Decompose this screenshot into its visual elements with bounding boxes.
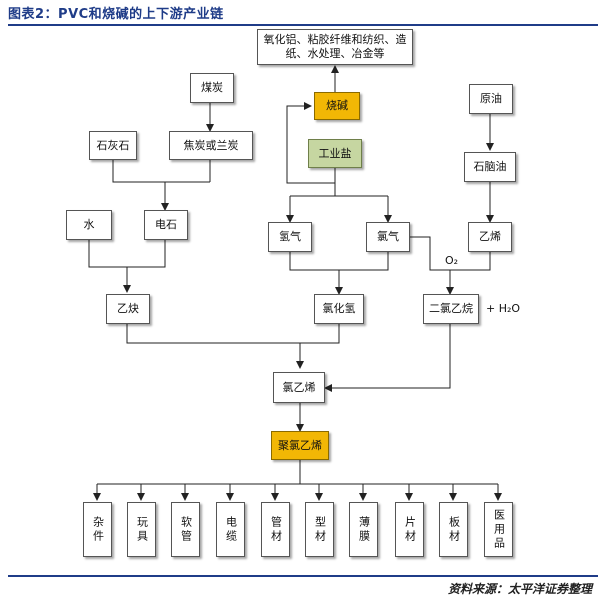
source-note: 资料来源：太平洋证券整理 bbox=[447, 582, 592, 596]
product-item: 型材 bbox=[305, 502, 334, 557]
product-item: 板材 bbox=[439, 502, 468, 557]
node-pvc: 聚氯乙烯 bbox=[271, 431, 329, 460]
node-acetylene: 乙炔 bbox=[106, 294, 150, 324]
node-ethylene-dichloride: 二氯乙烷 bbox=[423, 294, 479, 324]
product-item: 玩具 bbox=[127, 502, 156, 557]
node-hydrogen-chloride: 氯化氢 bbox=[314, 294, 364, 324]
node-calcium-carbide: 电石 bbox=[144, 210, 188, 240]
node-crude-oil: 原油 bbox=[469, 84, 513, 114]
node-ethylene: 乙烯 bbox=[468, 222, 512, 252]
node-chlorine: 氯气 bbox=[366, 222, 410, 252]
oxygen-label: O₂ bbox=[445, 254, 459, 267]
footer-divider bbox=[8, 575, 598, 577]
water-byproduct-label: + H₂O bbox=[486, 302, 521, 315]
node-coal: 煤炭 bbox=[190, 73, 234, 103]
title-divider bbox=[8, 24, 598, 26]
node-limestone: 石灰石 bbox=[89, 131, 137, 160]
node-applications: 氧化铝、粘胶纤维和纺织、造纸、水处理、冶金等 bbox=[257, 29, 413, 65]
node-caustic-soda: 烧碱 bbox=[314, 92, 360, 120]
node-coke: 焦炭或兰炭 bbox=[169, 131, 253, 160]
product-item: 片材 bbox=[395, 502, 424, 557]
product-item: 医用品 bbox=[484, 502, 513, 557]
product-item: 杂件 bbox=[83, 502, 112, 557]
node-vinyl-chloride: 氯乙烯 bbox=[273, 372, 325, 403]
node-naphtha: 石脑油 bbox=[464, 152, 516, 182]
product-item: 薄膜 bbox=[349, 502, 378, 557]
figure-title: 图表2：PVC和烧碱的上下游产业链 bbox=[8, 7, 224, 22]
node-water: 水 bbox=[66, 210, 112, 240]
node-industrial-salt: 工业盐 bbox=[308, 139, 362, 168]
product-item: 软管 bbox=[171, 502, 200, 557]
product-item: 电缆 bbox=[216, 502, 245, 557]
product-item: 管材 bbox=[261, 502, 290, 557]
node-hydrogen: 氢气 bbox=[268, 222, 312, 252]
